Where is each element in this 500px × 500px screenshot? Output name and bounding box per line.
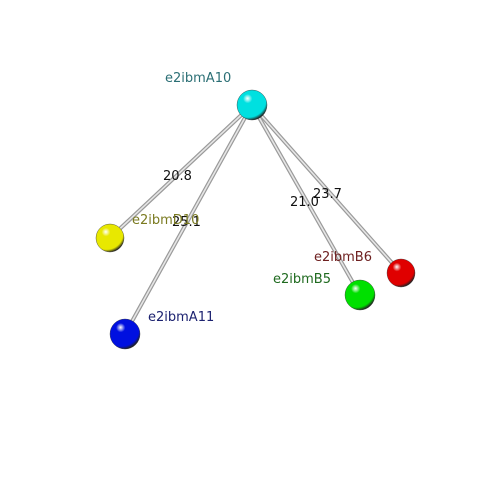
edges-layer — [108, 103, 403, 336]
node-sphere-a11 — [109, 318, 141, 350]
node-label-d10: e2ibmD10 — [132, 213, 199, 228]
node-label-b5: e2ibmB5 — [273, 272, 331, 287]
distance-label: 23.7 — [313, 187, 342, 202]
edge-A10-D10 — [108, 103, 254, 240]
distance-labels-layer: 20.8 25.1 21.023.7 — [163, 169, 342, 230]
node-sphere-a10 — [236, 89, 268, 121]
node-label-a11: e2ibmA11 — [148, 310, 214, 325]
distance-label: 25.1 — [172, 215, 201, 230]
distance-label: 20.8 — [163, 169, 192, 184]
distance-label: 21.0 — [290, 195, 319, 210]
node-sphere-b6 — [386, 258, 416, 288]
edge-A10-B6 — [250, 103, 403, 275]
edge-A10-B5 — [250, 103, 362, 297]
edge-A10-A11 — [123, 103, 254, 336]
node-sphere-b5 — [344, 279, 376, 311]
nodes-layer — [95, 89, 416, 350]
node-labels-layer: e2ibmA10 e2ibmD10 e2ibmA11 e2ibmB5 e2ibmB6 — [132, 71, 372, 325]
node-label-b6: e2ibmB6 — [314, 250, 372, 265]
node-label-a10: e2ibmA10 — [165, 71, 231, 86]
node-sphere-d10 — [95, 223, 125, 253]
